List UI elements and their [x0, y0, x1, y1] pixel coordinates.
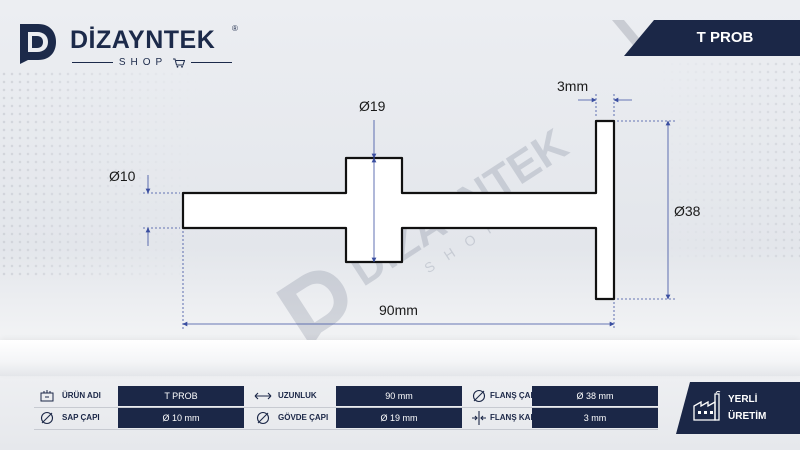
- spec-row: ÜRÜN ADI T PROB UZUNLUK 90 mm FLANŞ ÇAPI…: [34, 386, 658, 408]
- product-title: T PROB: [696, 29, 754, 46]
- registered-mark: ®: [232, 24, 238, 33]
- row-divider: [34, 406, 658, 408]
- divider: [191, 62, 232, 63]
- ruler-box-icon: [38, 387, 56, 405]
- badge-line-2: ÜRETİM: [728, 411, 767, 422]
- brand-logo: DİZAYNTEK ® SHOP: [14, 14, 244, 74]
- flange-thickness-dimension: [578, 94, 632, 118]
- spec-label: ÜRÜN ADI: [62, 391, 101, 400]
- thickness-arrows-icon: [470, 409, 488, 427]
- spec-row: SAP ÇAPI Ø 10 mm GÖVDE ÇAPI Ø 19 mm FLAN…: [34, 408, 658, 430]
- background-dot-pattern-left: [0, 70, 200, 280]
- body-diameter-label: Ø19: [359, 98, 386, 114]
- flange-thickness-label: 3mm: [557, 78, 589, 94]
- title-badge: [624, 20, 800, 56]
- length-dimension: [182, 231, 615, 330]
- technical-drawing: DİZAYNTEK SHOP: [143, 94, 675, 340]
- brand-subline: SHOP: [72, 57, 232, 68]
- spec-value: Ø 38 mm: [532, 386, 658, 406]
- spec-label: UZUNLUK: [278, 391, 317, 400]
- cart-icon: [173, 58, 186, 68]
- length-arrows-icon: [254, 387, 272, 405]
- t-probe-outline: [181, 119, 616, 301]
- flange-diameter-label: Ø38: [674, 203, 701, 219]
- spec-label: GÖVDE ÇAPI: [278, 413, 329, 422]
- display-shelf: [0, 340, 800, 376]
- flange-diameter-dimension: [617, 120, 675, 300]
- spec-value: 90 mm: [336, 386, 462, 406]
- factory-icon: [693, 390, 721, 421]
- length-label: 90mm: [379, 302, 418, 318]
- divider: [72, 62, 113, 63]
- spec-label: FLANŞ KALINLIĞI: [490, 413, 559, 422]
- badge-line-1: YERLİ: [728, 394, 758, 405]
- spec-value: T PROB: [118, 386, 244, 406]
- background-dot-pattern-right: [660, 60, 800, 260]
- spec-label: FLANŞ ÇAPI: [490, 391, 538, 400]
- spec-label: SAP ÇAPI: [62, 413, 100, 422]
- shaft-diameter-label: Ø10: [109, 168, 136, 184]
- diameter-icon: [470, 387, 488, 405]
- local-production-badge: [676, 382, 800, 434]
- local-production-text: YERLİ ÜRETİM: [728, 391, 766, 425]
- brand-sub: SHOP: [118, 57, 168, 68]
- diameter-icon: [254, 409, 272, 427]
- shaft-diameter-dimension: [143, 175, 180, 246]
- logo-mark-icon: [20, 24, 56, 64]
- spec-value: Ø 10 mm: [118, 408, 244, 428]
- spec-value: Ø 19 mm: [336, 408, 462, 428]
- row-divider: [34, 428, 658, 430]
- brand-name: DİZAYNTEK: [70, 26, 216, 54]
- diameter-icon: [38, 409, 56, 427]
- spec-value: 3 mm: [532, 408, 658, 428]
